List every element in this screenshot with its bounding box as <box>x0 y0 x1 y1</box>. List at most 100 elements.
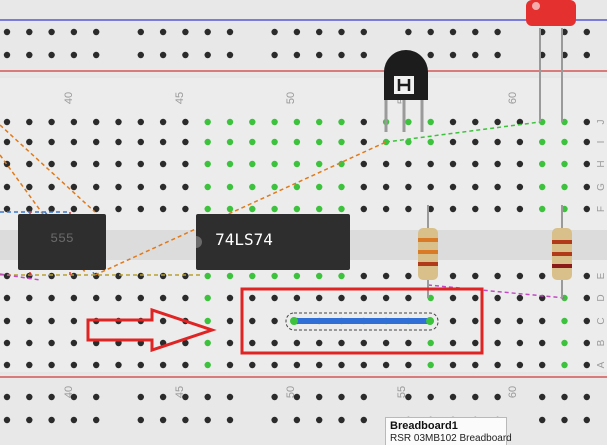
terminal-hole[interactable] <box>516 138 524 146</box>
rail-hole[interactable] <box>427 28 434 36</box>
terminal-hole[interactable] <box>449 183 457 191</box>
terminal-hole[interactable] <box>93 205 100 213</box>
terminal-hole[interactable] <box>449 361 457 369</box>
terminal-hole[interactable] <box>316 339 323 347</box>
terminal-hole[interactable] <box>472 317 479 325</box>
rail-hole[interactable] <box>316 393 323 401</box>
rail-hole[interactable] <box>494 51 501 59</box>
terminal-hole[interactable] <box>204 205 211 213</box>
terminal-hole[interactable] <box>293 361 301 369</box>
rail-hole[interactable] <box>583 393 590 401</box>
terminal-hole[interactable] <box>293 294 301 302</box>
flipflop-chip-74ls74[interactable]: 74LS74 <box>196 214 350 270</box>
terminal-hole[interactable] <box>137 118 144 126</box>
terminal-hole[interactable] <box>137 294 144 302</box>
rail-hole[interactable] <box>360 416 367 424</box>
rail-hole[interactable] <box>583 416 590 424</box>
terminal-hole[interactable] <box>115 118 122 126</box>
terminal-hole[interactable] <box>583 339 590 347</box>
terminal-hole[interactable] <box>293 118 301 126</box>
rail-hole[interactable] <box>159 416 167 424</box>
terminal-hole[interactable] <box>316 118 323 126</box>
terminal-hole[interactable] <box>539 138 546 146</box>
terminal-hole[interactable] <box>338 183 345 191</box>
terminal-hole[interactable] <box>249 160 256 168</box>
terminal-hole[interactable] <box>472 183 479 191</box>
terminal-hole[interactable] <box>182 160 189 168</box>
terminal-hole[interactable] <box>583 272 590 280</box>
wire-green[interactable] <box>385 121 541 143</box>
rail-hole[interactable] <box>26 51 33 59</box>
terminal-hole[interactable] <box>271 361 278 369</box>
terminal-hole[interactable] <box>293 160 301 168</box>
jumper-end-2[interactable] <box>426 317 434 325</box>
terminal-hole[interactable] <box>316 138 323 146</box>
terminal-hole[interactable] <box>3 138 11 146</box>
terminal-hole[interactable] <box>226 272 234 280</box>
terminal-hole[interactable] <box>561 183 568 191</box>
terminal-hole[interactable] <box>472 339 479 347</box>
terminal-hole[interactable] <box>427 118 434 126</box>
terminal-hole[interactable] <box>382 183 390 191</box>
terminal-hole[interactable] <box>494 160 501 168</box>
terminal-hole[interactable] <box>405 361 412 369</box>
rail-hole[interactable] <box>271 28 278 36</box>
terminal-hole[interactable] <box>70 118 78 126</box>
terminal-hole[interactable] <box>249 138 256 146</box>
terminal-hole[interactable] <box>427 160 434 168</box>
terminal-hole[interactable] <box>494 138 501 146</box>
terminal-hole[interactable] <box>583 183 590 191</box>
terminal-hole[interactable] <box>48 183 55 191</box>
terminal-hole[interactable] <box>226 361 234 369</box>
terminal-hole[interactable] <box>26 294 33 302</box>
rail-hole[interactable] <box>405 393 412 401</box>
terminal-hole[interactable] <box>516 183 524 191</box>
rail-hole[interactable] <box>449 28 457 36</box>
terminal-hole[interactable] <box>204 361 211 369</box>
terminal-hole[interactable] <box>115 272 122 280</box>
terminal-hole[interactable] <box>159 361 167 369</box>
terminal-hole[interactable] <box>226 138 234 146</box>
terminal-hole[interactable] <box>48 118 55 126</box>
terminal-hole[interactable] <box>271 294 278 302</box>
rail-hole[interactable] <box>293 51 301 59</box>
rail-hole[interactable] <box>3 416 11 424</box>
terminal-hole[interactable] <box>539 339 546 347</box>
terminal-hole[interactable] <box>449 118 457 126</box>
terminal-hole[interactable] <box>137 138 144 146</box>
terminal-hole[interactable] <box>405 205 412 213</box>
rail-hole[interactable] <box>204 51 211 59</box>
terminal-hole[interactable] <box>293 339 301 347</box>
terminal-hole[interactable] <box>427 339 434 347</box>
terminal-hole[interactable] <box>472 294 479 302</box>
terminal-hole[interactable] <box>159 183 167 191</box>
terminal-hole[interactable] <box>26 138 33 146</box>
terminal-hole[interactable] <box>159 160 167 168</box>
rail-hole[interactable] <box>316 51 323 59</box>
rail-hole[interactable] <box>427 393 434 401</box>
terminal-hole[interactable] <box>159 272 167 280</box>
terminal-hole[interactable] <box>159 294 167 302</box>
rail-hole[interactable] <box>449 51 457 59</box>
terminal-hole[interactable] <box>516 361 524 369</box>
terminal-hole[interactable] <box>48 361 55 369</box>
terminal-hole[interactable] <box>427 183 434 191</box>
rail-hole[interactable] <box>293 28 301 36</box>
terminal-hole[interactable] <box>382 339 390 347</box>
terminal-hole[interactable] <box>26 317 33 325</box>
transistor[interactable] <box>384 50 428 132</box>
terminal-hole[interactable] <box>48 160 55 168</box>
terminal-hole[interactable] <box>539 205 546 213</box>
terminal-hole[interactable] <box>405 183 412 191</box>
rail-hole[interactable] <box>3 28 11 36</box>
terminal-hole[interactable] <box>360 205 367 213</box>
terminal-hole[interactable] <box>449 160 457 168</box>
terminal-hole[interactable] <box>561 317 568 325</box>
terminal-hole[interactable] <box>271 317 278 325</box>
rail-hole[interactable] <box>26 393 33 401</box>
terminal-hole[interactable] <box>382 272 390 280</box>
terminal-hole[interactable] <box>26 160 33 168</box>
rail-hole[interactable] <box>338 51 345 59</box>
rail-hole[interactable] <box>539 416 546 424</box>
terminal-hole[interactable] <box>405 294 412 302</box>
